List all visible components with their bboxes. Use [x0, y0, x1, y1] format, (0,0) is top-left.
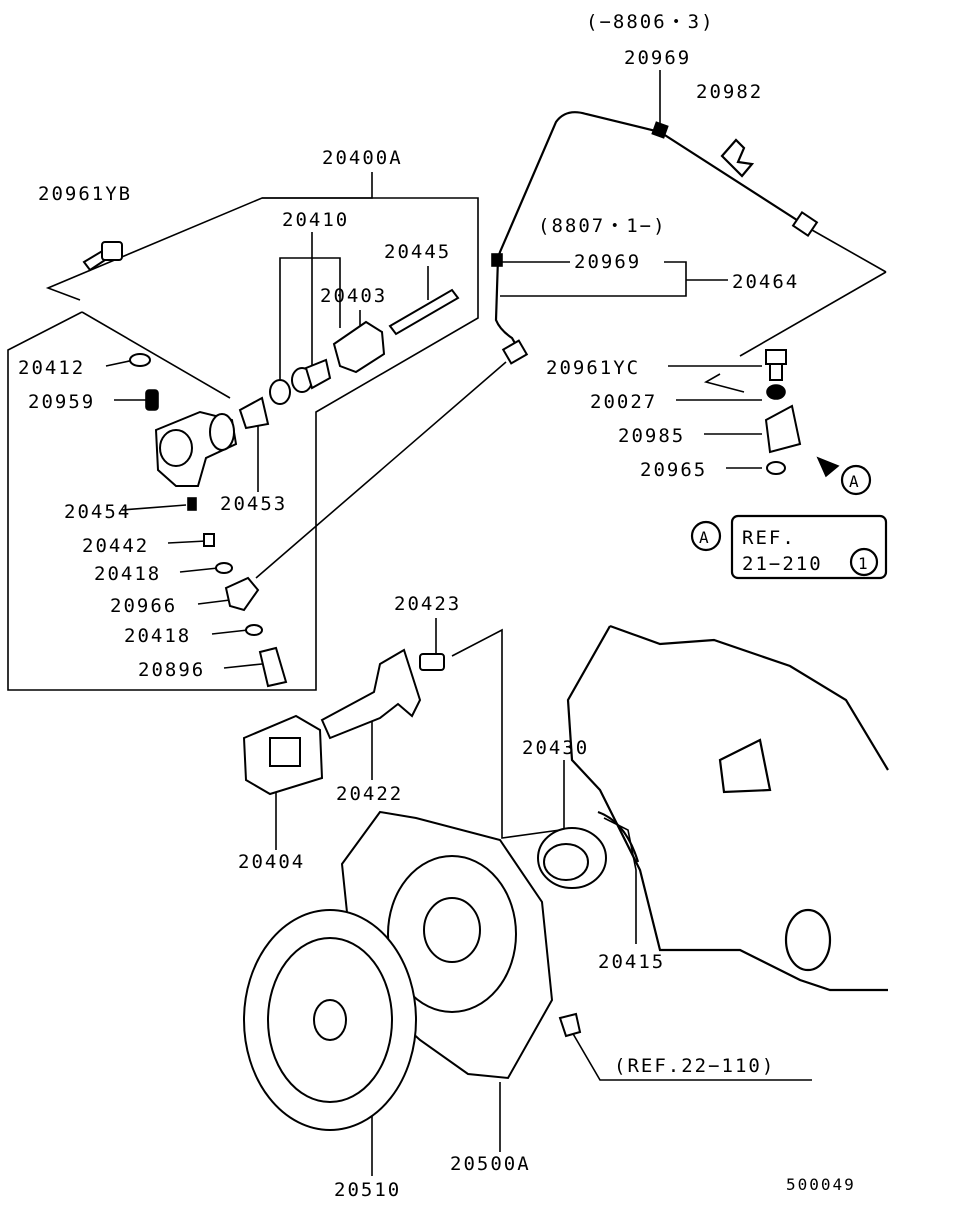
label-20464: 20464 [732, 271, 799, 293]
reference-box [690, 464, 888, 580]
label-20403: 20403 [320, 285, 387, 307]
ref-marker-a-box: A [699, 528, 711, 547]
ref-box-line2: 21−210 [742, 553, 823, 575]
label-20959: 20959 [28, 391, 95, 413]
leader-lines [7, 70, 887, 1176]
label-20442: 20442 [82, 535, 149, 557]
part-graphics [82, 111, 889, 1131]
label-20410: 20410 [282, 209, 349, 231]
label-20965: 20965 [640, 459, 707, 481]
ref-bottom: (REF.22−110) [614, 1055, 775, 1077]
label-20982: 20982 [696, 81, 763, 103]
label-20445: 20445 [384, 241, 451, 263]
label-20969-top: 20969 [624, 47, 691, 69]
drawing-number: 500049 [786, 1175, 856, 1194]
label-20412: 20412 [18, 357, 85, 379]
ref-box-circled: 1 [858, 554, 870, 573]
ref-marker-a: A [849, 472, 861, 491]
label-20453: 20453 [220, 493, 287, 515]
label-20454: 20454 [64, 501, 131, 523]
label-20404: 20404 [238, 851, 305, 873]
date-range-mid: (8807・1−) [538, 215, 667, 237]
labels: (−8806・3) 20969 20982 20400A 20961YB 204… [18, 11, 870, 1201]
label-20422: 20422 [336, 783, 403, 805]
label-20969-mid: 20969 [574, 251, 641, 273]
label-20415: 20415 [598, 951, 665, 973]
label-20961YC: 20961YC [546, 357, 640, 379]
label-20423: 20423 [394, 593, 461, 615]
label-20896: 20896 [138, 659, 205, 681]
label-20418-a: 20418 [94, 563, 161, 585]
label-20500A: 20500A [450, 1153, 531, 1175]
label-20418-b: 20418 [124, 625, 191, 647]
label-20027: 20027 [590, 391, 657, 413]
label-20985: 20985 [618, 425, 685, 447]
ref-box-line1: REF. [742, 527, 796, 549]
label-20400A: 20400A [322, 147, 403, 169]
label-20430: 20430 [522, 737, 589, 759]
label-20510: 20510 [334, 1179, 401, 1201]
label-20966: 20966 [110, 595, 177, 617]
label-20961YB: 20961YB [38, 183, 132, 205]
date-range-top: (−8806・3) [586, 11, 715, 33]
